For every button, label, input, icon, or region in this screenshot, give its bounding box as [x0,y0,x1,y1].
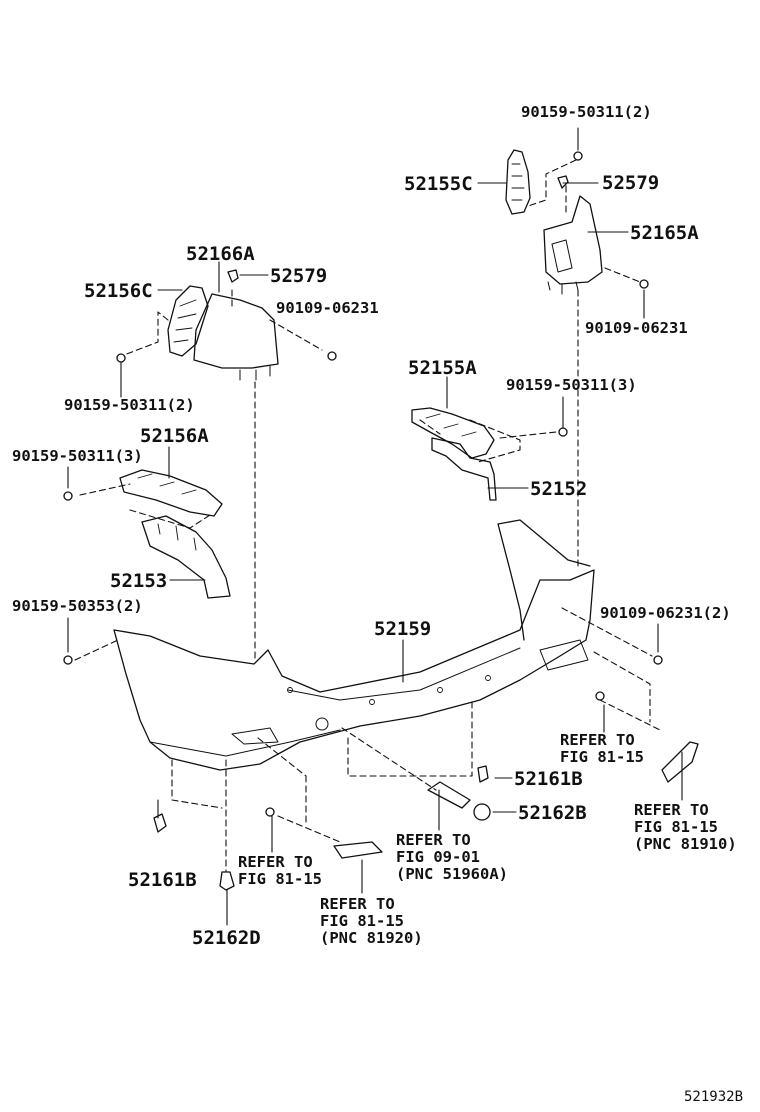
screw-bumper-left-shape [63,655,73,665]
mount-52166A-shape [193,293,279,381]
bumper-cover-52159-shape [113,519,595,771]
diagram-code: 521932B [684,1089,744,1105]
bolt-right-upper-shape [595,691,605,701]
label-ref-right-lower: REFER TO FIG 81-15 (PNC 81910) [634,801,737,853]
label-screw-left-mount: 90109-06231 [276,299,379,317]
reflector-left-shape [333,841,383,859]
label-part-52162D: 52162D [192,927,261,949]
leader-lines [67,127,683,926]
label-part-52162B: 52162B [518,802,587,824]
label-part-52156C: 52156C [84,280,153,302]
label-part-52166A: 52166A [186,243,255,265]
hitch-cover-shape [427,781,471,809]
label-part-52156A: 52156A [140,425,209,447]
screw-bumper-right-shape [653,655,663,665]
label-part-52579-right: 52579 [602,172,660,194]
label-screw-right-mount: 90109-06231 [585,319,688,337]
screw-mid-left-shape [63,491,73,501]
label-ref-left-upper: REFER TO FIG 81-15 [238,853,322,888]
label-part-52159: 52159 [374,618,432,640]
label-screw-top-right: 90159-50311(2) [521,103,652,121]
bracket-52156A-shape [119,469,223,517]
label-part-52155C: 52155C [404,173,473,195]
label-part-52153: 52153 [110,570,168,592]
dashed-guides [74,159,661,873]
label-screw-bumper-right: 90109-06231(2) [600,604,731,622]
label-ref-center: REFER TO FIG 09-01 (PNC 51960A) [396,831,508,883]
label-part-52165A: 52165A [630,222,699,244]
clip-52162D-shape [219,871,235,891]
clip-52161B-left-shape [153,813,167,833]
plate-52152-shape [431,437,497,501]
label-ref-right-upper: REFER TO FIG 81-15 [560,731,644,766]
screw-top-right-shape [573,151,583,161]
label-part-52155A: 52155A [408,357,477,379]
label-screw-mid-right: 90159-50311(3) [506,376,637,394]
screw-left-mount-shape [327,351,337,361]
label-part-52161B-right: 52161B [514,768,583,790]
screw-left-bracket-shape [116,353,126,363]
label-screw-mid-left: 90159-50311(3) [12,447,143,465]
label-ref-left-lower: REFER TO FIG 81-15 (PNC 81920) [320,895,423,947]
mount-52165A-shape [543,195,603,295]
bolt-left-upper-shape [265,807,275,817]
label-part-52161B-left: 52161B [128,869,197,891]
label-part-52579-left: 52579 [270,265,328,287]
label-part-52152: 52152 [530,478,588,500]
clip-52161B-right-shape [477,765,489,783]
plate-52153-shape [141,515,231,599]
bracket-52155C-shape [505,149,531,215]
reflector-right-shape [661,741,699,783]
label-screw-bumper-left: 90159-50353(2) [12,597,143,615]
label-screw-left-bracket: 90159-50311(2) [64,396,195,414]
screw-mid-right-shape [558,427,568,437]
cap-52162B-shape [473,803,491,821]
bracket-52155A-shape [411,407,495,459]
screw-right-mount-shape [639,279,649,289]
clip-52579-left-shape [227,269,239,283]
bracket-52156C-shape [167,285,209,357]
clip-52579-right-shape [557,175,569,189]
